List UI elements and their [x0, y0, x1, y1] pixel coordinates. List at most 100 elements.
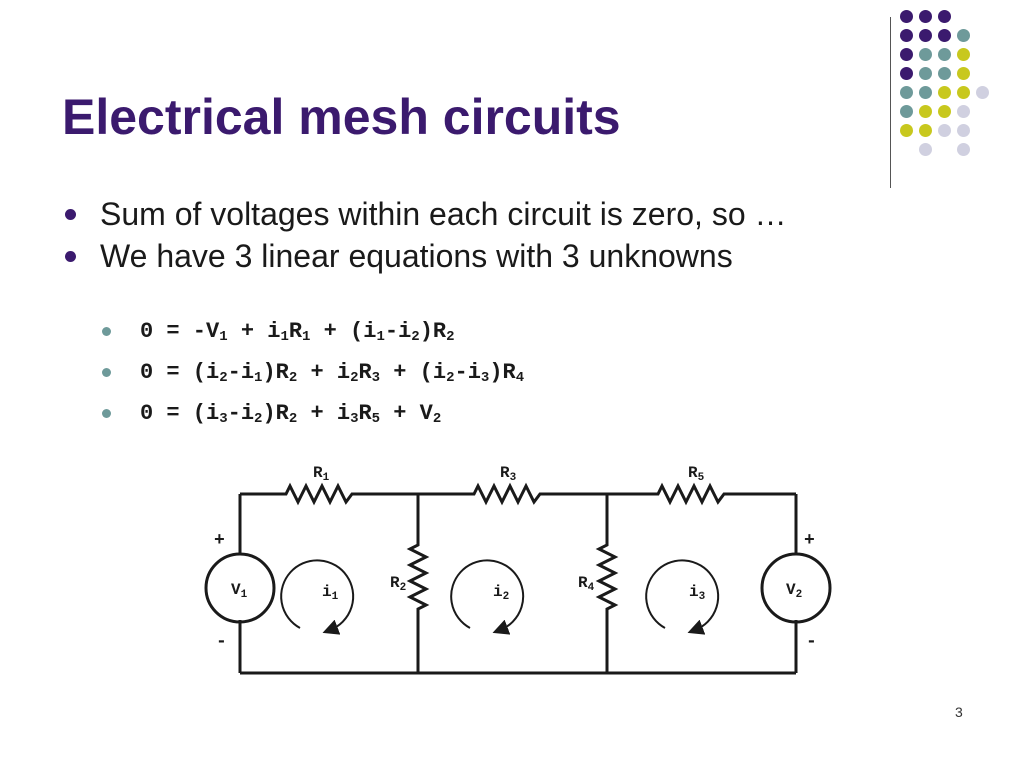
mesh-current-label-i1: i1: [322, 583, 339, 603]
equation-subscript: 2: [446, 370, 455, 386]
decor-dot: [919, 105, 932, 118]
equation-fragment: + (i: [310, 319, 377, 344]
equation-subscript: 2: [350, 370, 359, 386]
bullet-item: Sum of voltages within each circuit is z…: [62, 193, 787, 235]
decor-dot: [938, 10, 951, 23]
decor-dot: [900, 29, 913, 42]
header-divider: [890, 17, 891, 188]
decor-dot: [957, 48, 970, 61]
decor-dot: [957, 105, 970, 118]
equation-fragment: -i: [384, 319, 412, 344]
decor-dot: [938, 86, 951, 99]
equation-subscript: 2: [288, 411, 298, 427]
sub-bullet-dot-icon: [102, 327, 111, 336]
v1-minus-sign: -: [216, 632, 227, 652]
decor-dot: [900, 10, 913, 23]
equation-subscript: 2: [432, 411, 442, 427]
decor-dot: [919, 86, 932, 99]
equation-subscript: 5: [371, 411, 381, 427]
bullet-item: We have 3 linear equations with 3 unknow…: [62, 235, 787, 277]
decor-dot: [919, 29, 932, 42]
decor-dot: [900, 124, 913, 137]
decorative-dot-grid: [900, 10, 1010, 170]
equation-subscript: 1: [254, 370, 263, 386]
equation-fragment: + i: [297, 401, 351, 426]
v2-source-icon: [760, 552, 832, 624]
equation-subscript: 3: [371, 370, 381, 386]
equation-fragment: R: [358, 360, 372, 385]
r4-branch: [595, 494, 619, 673]
equation-fragment: + V: [380, 401, 433, 426]
sub-bullet-dot-icon: [102, 368, 111, 377]
equation-list: 0 = -V1 + i1R1 + (i1-i2)R2 0 = (i2-i1)R2…: [100, 314, 524, 437]
decor-dot: [957, 124, 970, 137]
equation-item: 0 = -V1 + i1R1 + (i1-i2)R2: [100, 314, 524, 355]
equation-fragment: )R: [262, 360, 289, 385]
v1-source-icon: [204, 552, 276, 624]
equation-subscript: 2: [219, 370, 228, 386]
sub-bullet-dot-icon: [102, 409, 111, 418]
slide-title: Electrical mesh circuits: [62, 89, 621, 145]
mesh-current-arrow-icon: [450, 559, 525, 635]
equation-fragment: 0 = (i: [140, 360, 220, 385]
equation-fragment: 0 = -V: [140, 319, 220, 344]
r2-branch: [406, 494, 430, 673]
decor-dot: [900, 67, 913, 80]
decor-dot: [919, 10, 932, 23]
mesh-current-arrow-icon: [645, 559, 720, 635]
equation-item: 0 = (i2-i1)R2 + i2R3 + (i2-i3)R4: [100, 355, 524, 396]
equation-subscript: 2: [288, 370, 298, 386]
decor-dot: [957, 67, 970, 80]
equation-fragment: + i: [297, 360, 351, 385]
resistor-label-r1: R1: [313, 464, 330, 484]
decor-dot: [938, 105, 951, 118]
decor-dot: [957, 86, 970, 99]
resistor-label-r4: R4: [578, 574, 595, 594]
equation-subscript: 2: [411, 329, 420, 345]
decor-dot: [919, 48, 932, 61]
page-number: 3: [955, 704, 963, 720]
bullet-list: Sum of voltages within each circuit is z…: [62, 193, 787, 277]
v2-plus-sign: +: [804, 531, 815, 551]
equation-subscript: 1: [302, 329, 311, 345]
equation-subscript: 2: [254, 411, 263, 427]
equation-subscript: 3: [480, 370, 490, 386]
equation-fragment: + i: [227, 319, 281, 344]
equation-fragment: )R: [419, 319, 447, 344]
decor-dot: [938, 29, 951, 42]
equation-item: 0 = (i3-i2)R2 + i3R5 + V2: [100, 396, 524, 437]
equation-fragment: )R: [262, 401, 289, 426]
equation-subscript: 4: [515, 370, 525, 386]
equation-subscript: 1: [219, 329, 228, 345]
equation-text: 0 = (i3-i2)R2 + i3R5 + V2: [140, 401, 442, 427]
mesh-current-label-i2: i2: [493, 583, 509, 603]
equation-subscript: 1: [376, 329, 385, 345]
decor-dot: [957, 143, 970, 156]
decor-dot: [900, 48, 913, 61]
equation-subscript: 2: [446, 329, 455, 345]
equation-subscript: 3: [350, 411, 359, 427]
decor-dot: [938, 48, 951, 61]
v2-minus-sign: -: [806, 632, 817, 652]
v1-plus-sign: +: [214, 531, 225, 551]
decor-dot: [900, 105, 913, 118]
decor-dot: [957, 29, 970, 42]
equation-fragment: -i: [227, 360, 255, 385]
mesh-current-label-i3: i3: [689, 583, 706, 603]
bullet-dot-icon: [65, 209, 76, 220]
source-label-v1: V1: [231, 581, 248, 601]
bullet-dot-icon: [65, 251, 76, 262]
resistor-label-r2: R2: [390, 574, 406, 594]
equation-subscript: 3: [219, 411, 228, 427]
equation-fragment: 0 = (i: [140, 401, 220, 426]
equation-fragment: R: [288, 319, 303, 344]
equation-text: 0 = (i2-i1)R2 + i2R3 + (i2-i3)R4: [140, 360, 525, 386]
resistor-label-r5: R5: [688, 464, 705, 484]
decor-dot: [976, 86, 989, 99]
mesh-current-arrow-icon: [280, 559, 355, 635]
decor-dot: [919, 143, 932, 156]
equation-fragment: -i: [454, 360, 481, 385]
equation-fragment: )R: [489, 360, 516, 385]
equation-text: 0 = -V1 + i1R1 + (i1-i2)R2: [140, 319, 455, 345]
